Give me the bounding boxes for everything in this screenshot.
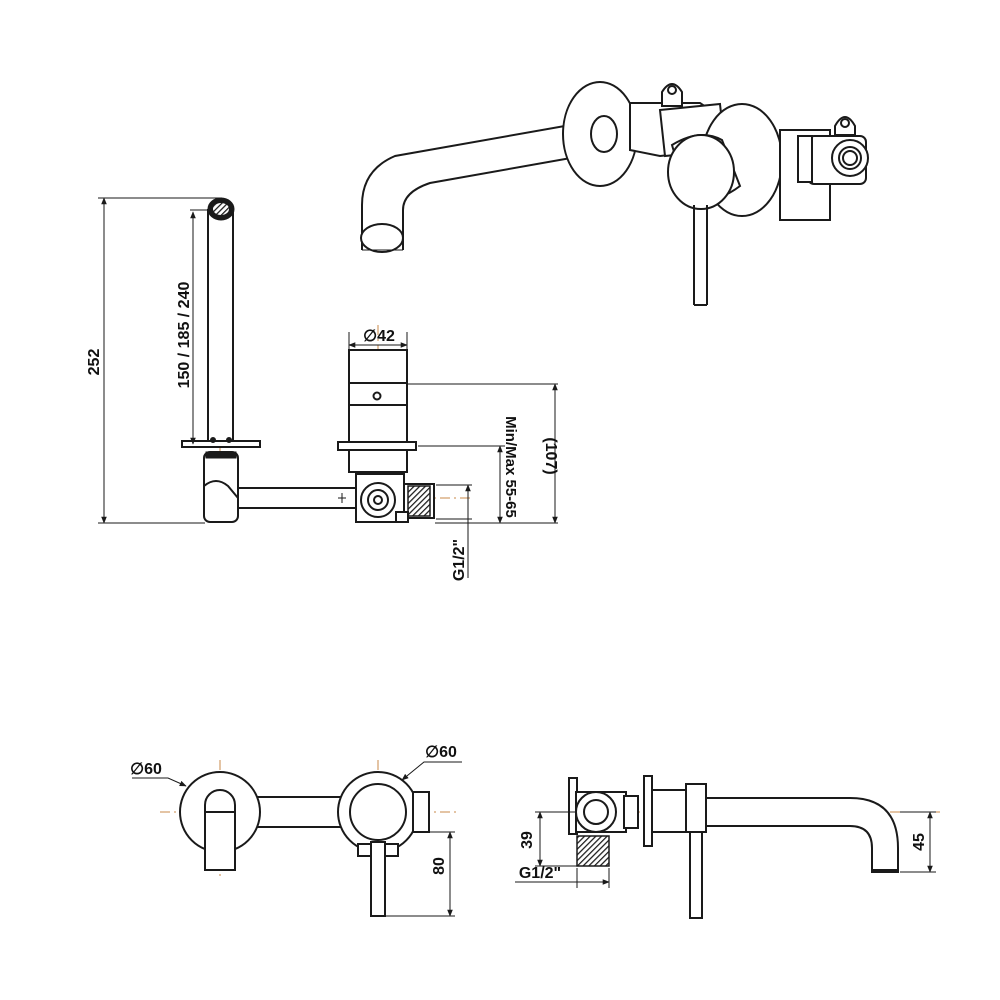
wall-depth-label: Min/Max 55-65 [502,416,519,518]
front-height-label: 80 [431,857,448,875]
front-view: ∅60 ∅60 80 [130,744,462,920]
spout-length-label: 150 / 185 / 240 [176,282,193,389]
inlet-thread-bottom-label: G1/2" [519,865,561,882]
spout-plate-diameter-label: ∅60 [130,761,162,778]
total-height-label: 252 [86,349,103,376]
mixer-diameter-label: ∅42 [363,328,395,345]
inlet-thread-side-label: G1/2" [451,539,468,581]
spout-drop-label: 45 [911,833,928,851]
side-view-bottom: 39 G1/2" 45 [515,775,940,919]
isometric-view [360,81,869,306]
mixer-height-label: (107) [542,437,559,474]
body-height-label: 39 [519,831,536,849]
mixer-plate-diameter-label: ∅60 [425,744,457,761]
side-elevation: 252 150 / 185 / 240 ∅42 (107) Min/Max 55… [86,197,559,581]
